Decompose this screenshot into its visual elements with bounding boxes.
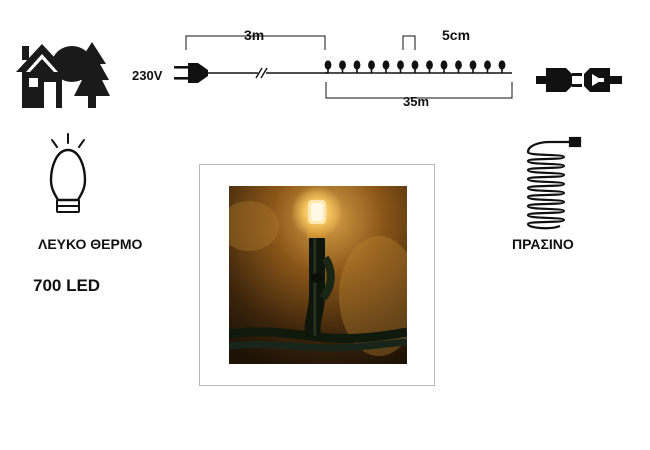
led-dot <box>382 60 390 73</box>
led-dot <box>339 60 346 73</box>
indoor-outdoor-house-tree-icon <box>16 42 110 108</box>
led-dot <box>426 60 433 73</box>
led-dot <box>397 60 404 73</box>
product-photo-frame <box>199 164 435 386</box>
led-dot <box>469 60 477 73</box>
plug-connector-icon <box>536 68 622 92</box>
led-bulb-icon <box>49 133 87 213</box>
led-dot <box>484 60 491 73</box>
cable-color-label: ΠΡΑΣΙΝΟ <box>512 236 574 252</box>
led-dot <box>353 60 361 73</box>
string-length-diagram <box>174 35 513 99</box>
led-dot <box>324 60 332 73</box>
plug-icon <box>174 63 208 83</box>
led-dot <box>455 60 462 73</box>
led-dots <box>324 60 506 73</box>
total-length-bracket <box>325 82 513 99</box>
led-spacing-bracket <box>402 35 416 50</box>
coiled-cable-icon <box>526 136 582 230</box>
led-dot <box>440 60 448 73</box>
total-length-label: 35m <box>403 94 430 109</box>
led-spacing-label: 5cm <box>442 27 471 43</box>
led-count-label: 700 LED <box>33 276 101 295</box>
led-dot <box>368 60 375 73</box>
lead-length-bracket <box>185 35 326 50</box>
led-dot <box>411 60 419 73</box>
led-closeup-photo <box>229 186 407 364</box>
lead-length-label: 3m <box>244 27 265 43</box>
voltage-label: 230V <box>132 68 163 83</box>
light-color-label: ΛΕΥΚΟ ΘΕΡΜΟ <box>38 236 143 252</box>
led-dot <box>498 60 506 73</box>
